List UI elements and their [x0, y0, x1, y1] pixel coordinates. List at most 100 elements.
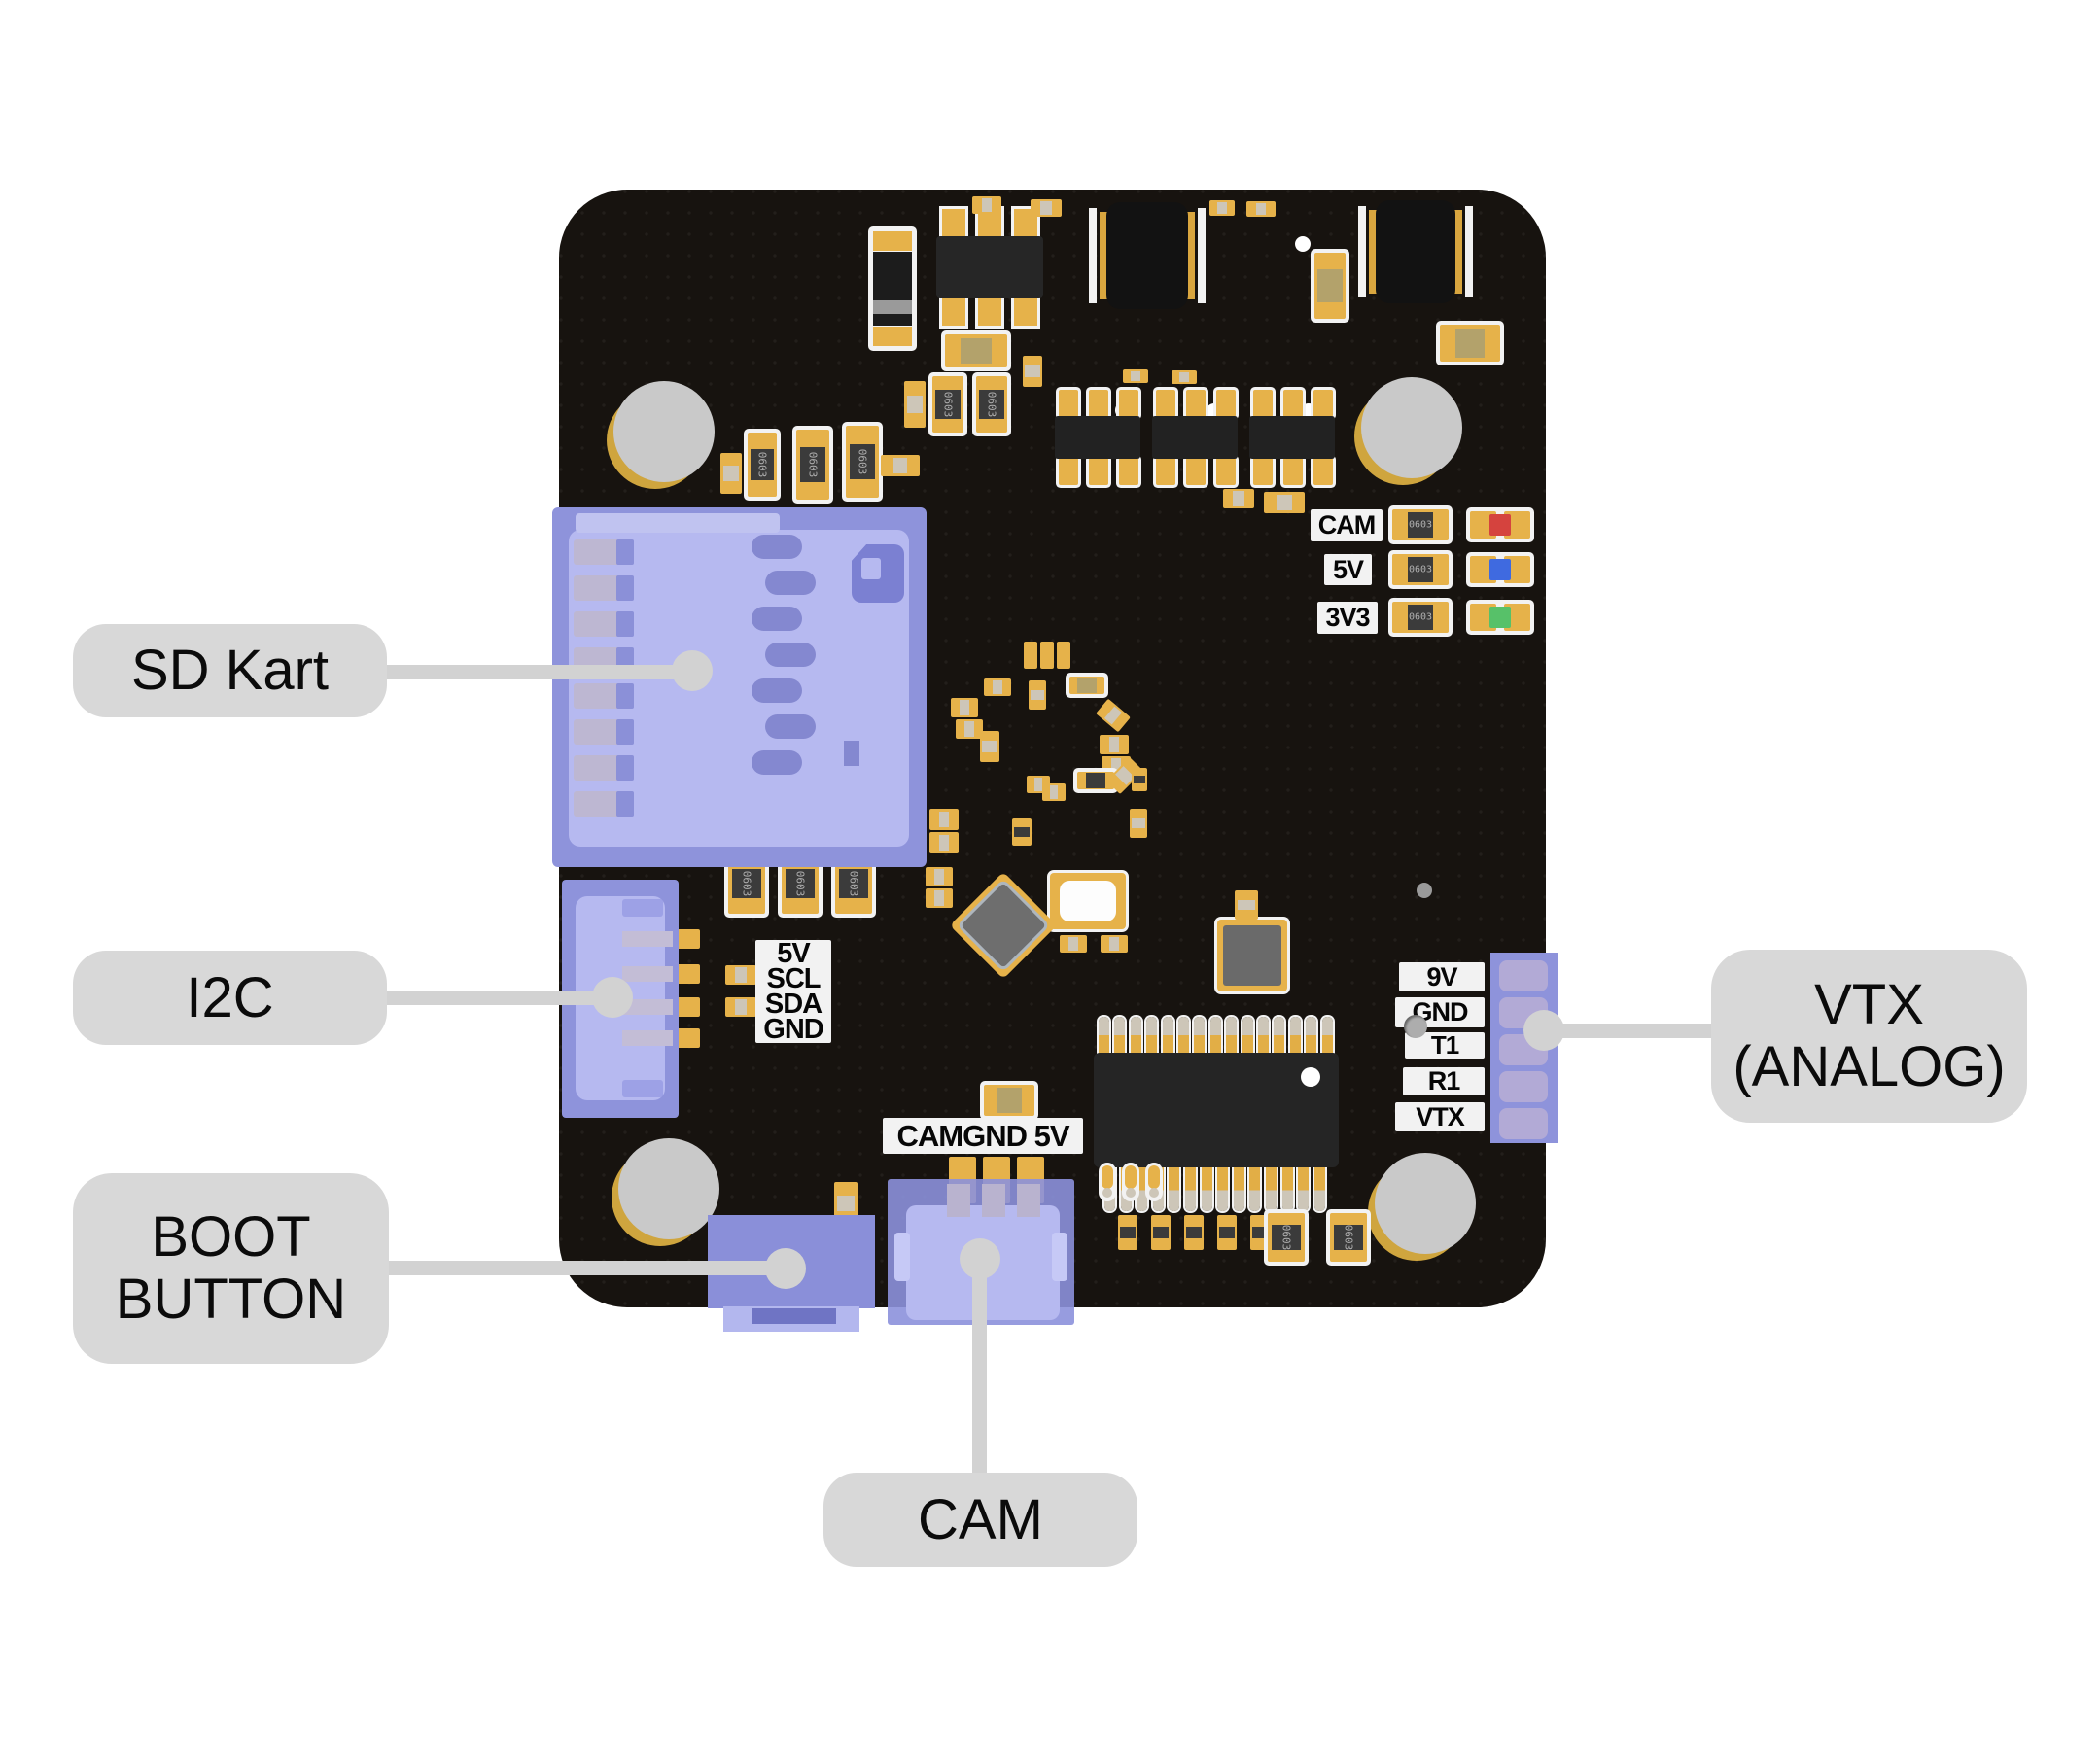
- vtx-analog-label-text: VTX (ANALOG): [1732, 973, 2006, 1098]
- mounting-hole: [613, 381, 715, 482]
- callout-dot-vtx: [1523, 1010, 1564, 1051]
- smd-capacitor: [1123, 369, 1148, 383]
- smd-capacitor: [926, 867, 953, 886]
- ic-pin: [1209, 1017, 1221, 1058]
- ic-pad: [1313, 390, 1333, 417]
- led-resistor: 0603: [1388, 505, 1452, 544]
- status-led: [1466, 600, 1534, 635]
- smd-capacitor: [1042, 783, 1066, 801]
- smd-resistor: 0603: [842, 422, 883, 502]
- pcb-component: [1219, 1226, 1235, 1239]
- pcb-component: [722, 466, 740, 481]
- smd-capacitor: [1031, 199, 1062, 217]
- ic-pin: [1306, 1017, 1317, 1058]
- ic-pad: [1089, 458, 1108, 485]
- sd-slot: [765, 643, 816, 667]
- pcb-component: [906, 396, 924, 413]
- ic-pad: [942, 296, 965, 326]
- pcb-component: [982, 741, 998, 752]
- smd-resistor: 0603: [1326, 1209, 1371, 1266]
- smd-capacitor: [1223, 489, 1254, 508]
- pcb-component: [1255, 202, 1267, 216]
- pcb-component: [961, 337, 992, 365]
- pcb-component: [1089, 208, 1097, 303]
- ic-pin: [1226, 1017, 1238, 1058]
- through-hole-pad: [1122, 1163, 1139, 1201]
- ic-pad: [1186, 458, 1206, 485]
- smd-capacitor: [1172, 370, 1197, 384]
- smd-capacitor: [1012, 818, 1032, 846]
- ic-pin: [1313, 1164, 1325, 1211]
- pcb-component: [735, 999, 747, 1015]
- pcb-component: [959, 700, 970, 715]
- pcb-component: [1031, 689, 1044, 701]
- pcb-component: 0603: [786, 868, 815, 899]
- silk-cam-pinout: CAMGND 5V: [883, 1118, 1083, 1154]
- ic-pad: [1253, 458, 1273, 485]
- pcb-component: 0603: [839, 868, 868, 899]
- ic-pad: [1059, 458, 1078, 485]
- callout-dot-i2c: [592, 977, 633, 1018]
- ic-pin: [1281, 1164, 1293, 1211]
- inductor: [1358, 200, 1473, 303]
- smd-resistor: [941, 330, 1011, 371]
- pcb-component: [873, 300, 912, 314]
- smd-resistor: [980, 1081, 1038, 1120]
- pcb-component: [938, 811, 950, 828]
- smd-resistor: [1311, 249, 1349, 323]
- smd-capacitor: [725, 997, 756, 1017]
- pcb-component: [1040, 201, 1052, 215]
- pcb-component: [1277, 494, 1292, 511]
- smd-capacitor: [1023, 356, 1042, 387]
- smd-capacitor: [929, 832, 959, 853]
- ic-pad: [1014, 296, 1037, 326]
- ic-pad: [1119, 390, 1138, 417]
- pcb-component: 0603: [849, 443, 876, 480]
- sd-pin-tip: [616, 611, 634, 637]
- smd-resistor: 0603: [744, 429, 781, 501]
- pcb-component: [1237, 899, 1256, 911]
- pcb-component: [996, 1088, 1023, 1113]
- sd-pin-tip: [616, 575, 634, 601]
- pcb-component: [1108, 737, 1120, 752]
- smd-capacitor: [725, 965, 756, 985]
- solder-pad: [675, 964, 700, 984]
- pcb-component: 0603: [935, 390, 961, 419]
- ic-pin: [1114, 1017, 1126, 1058]
- pcb-component: [1233, 491, 1244, 506]
- ic-pin: [1217, 1164, 1229, 1211]
- via-dot: [1417, 883, 1432, 898]
- ic-pad: [1156, 458, 1175, 485]
- callout-line-vtx: [1544, 1024, 1715, 1038]
- smd-resistor: 0603: [928, 372, 967, 436]
- sd-card-slots: [752, 535, 820, 775]
- pcb-component: [1106, 202, 1188, 309]
- pcb-component: [1102, 1165, 1113, 1189]
- sd-slot: [765, 714, 816, 739]
- solder-pad: [675, 929, 700, 949]
- ic-pad: [1156, 390, 1175, 417]
- main-ic: [1094, 1053, 1339, 1167]
- smd-capacitor: [1118, 1215, 1138, 1250]
- sd-pin-tip: [616, 539, 634, 565]
- sd-slot: [752, 607, 802, 631]
- sot-ic: [1249, 416, 1335, 459]
- smd-capacitor: [1184, 1215, 1204, 1250]
- smd-capacitor: [1246, 201, 1276, 217]
- sd-slot: [765, 571, 816, 595]
- sd-card-label-text: SD Kart: [130, 639, 330, 702]
- pcb-component: [1102, 1188, 1112, 1198]
- smd-capacitor: [1029, 680, 1046, 710]
- ic-pin: [1099, 1017, 1109, 1058]
- ic-pad: [1313, 458, 1333, 485]
- callout-label-vtx-analog: VTX (ANALOG): [1711, 950, 2027, 1123]
- via-dot: [1295, 236, 1311, 252]
- silk-i2c-sda: SDA: [764, 989, 822, 1020]
- pcb-component: 0603: [732, 868, 761, 899]
- callout-dot-sd-card: [672, 650, 713, 691]
- pcb-component: 0603: [1408, 605, 1433, 630]
- pcb-component: [735, 967, 747, 983]
- ic-pad: [978, 209, 1001, 238]
- smd-capacitor: [904, 381, 926, 428]
